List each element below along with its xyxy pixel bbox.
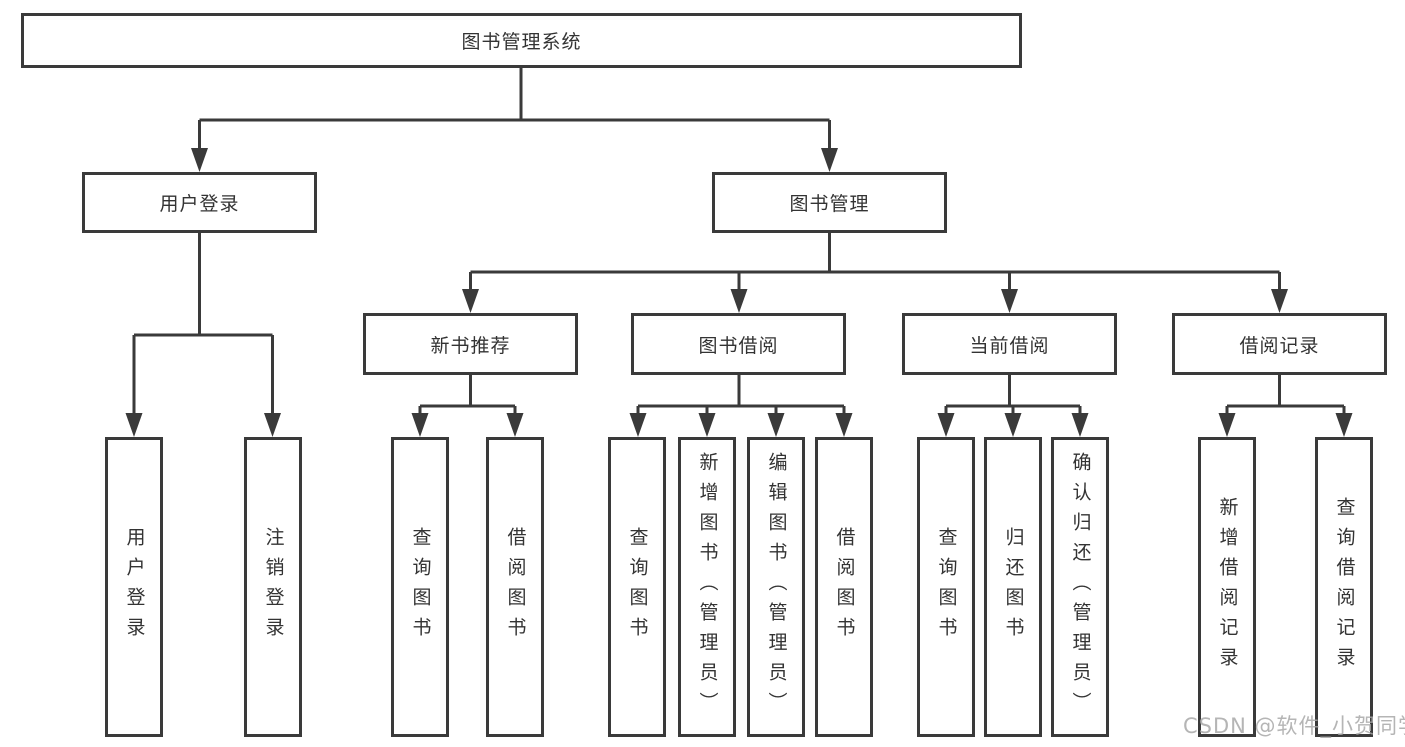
leaf-add-book-admin: 新增图书（管理员）: [678, 437, 736, 737]
leaf-query-book-2: 查询图书: [608, 437, 666, 737]
leaf-borrow-book-2-label: 借阅图书: [833, 527, 856, 647]
leaf-query-borrow-record-label: 查询借阅记录: [1333, 497, 1356, 677]
leaf-borrow-book-2: 借阅图书: [815, 437, 873, 737]
node-current-borrow: 当前借阅: [902, 313, 1117, 375]
leaf-add-borrow-record: 新增借阅记录: [1198, 437, 1256, 737]
leaf-edit-book-admin: 编辑图书（管理员）: [747, 437, 805, 737]
node-book-management: 图书管理: [712, 172, 947, 233]
node-book-management-label: 图书管理: [789, 193, 870, 215]
leaf-query-book-3: 查询图书: [917, 437, 975, 737]
connector-paths: [132, 67, 1346, 417]
leaf-confirm-return-admin: 确认归还（管理员）: [1051, 437, 1109, 737]
node-new-book-recommend-label: 新书推荐: [430, 334, 511, 357]
node-current-borrow-label: 当前借阅: [969, 334, 1050, 357]
leaf-return-book-label: 归还图书: [1002, 527, 1025, 647]
node-book-borrow-label: 图书借阅: [698, 334, 779, 357]
node-root-system: 图书管理系统: [21, 13, 1022, 68]
leaf-add-borrow-record-label: 新增借阅记录: [1216, 497, 1239, 677]
leaf-query-book-1-label: 查询图书: [409, 527, 432, 647]
leaf-query-book-3-label: 查询图书: [935, 527, 958, 647]
csdn-watermark: CSDN @软件_小贺同学: [1183, 714, 1405, 738]
node-user-login: 用户登录: [82, 172, 317, 233]
leaf-query-borrow-record: 查询借阅记录: [1315, 437, 1373, 737]
leaf-user-login-label: 用户登录: [123, 527, 146, 647]
node-user-login-label: 用户登录: [159, 193, 240, 215]
leaf-query-book-1: 查询图书: [391, 437, 449, 737]
leaf-confirm-return-admin-label: 确认归还（管理员）: [1069, 452, 1092, 722]
leaf-user-login: 用户登录: [105, 437, 163, 737]
node-borrow-record-label: 借阅记录: [1239, 334, 1320, 357]
leaf-return-book: 归还图书: [984, 437, 1042, 737]
leaf-query-book-2-label: 查询图书: [626, 527, 649, 647]
node-book-borrow: 图书借阅: [631, 313, 846, 375]
leaf-borrow-book-1-label: 借阅图书: [504, 527, 527, 647]
leaf-logout: 注销登录: [244, 437, 302, 737]
node-borrow-record: 借阅记录: [1172, 313, 1387, 375]
node-root-system-label: 图书管理系统: [461, 31, 582, 53]
node-new-book-recommend: 新书推荐: [363, 313, 578, 375]
leaf-add-book-admin-label: 新增图书（管理员）: [696, 452, 719, 722]
leaf-borrow-book-1: 借阅图书: [486, 437, 544, 737]
arrowheads: [125, 148, 1353, 437]
leaf-logout-label: 注销登录: [262, 527, 285, 647]
leaf-edit-book-admin-label: 编辑图书（管理员）: [765, 452, 788, 722]
